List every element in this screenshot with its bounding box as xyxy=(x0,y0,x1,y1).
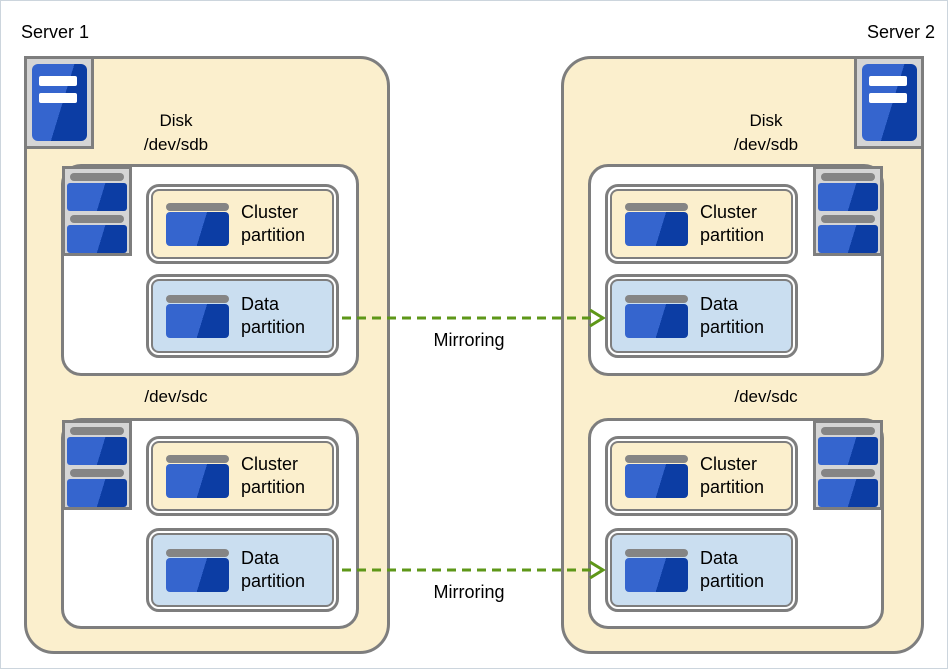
partition-label: Data partition xyxy=(241,294,306,337)
partition-label: Cluster partition xyxy=(241,202,306,245)
server1-sdc-cluster-partition: Cluster partition xyxy=(146,436,339,516)
disk-label-line2: /dev/sdb xyxy=(143,135,209,154)
disk-body-icon xyxy=(818,225,878,253)
partition-icon xyxy=(166,202,229,246)
disk-body-icon xyxy=(67,183,127,211)
disk-top-icon xyxy=(821,173,875,181)
disk-label-line1: /dev/sdc xyxy=(144,387,208,406)
partition-label: Data partition xyxy=(700,294,765,337)
partition-label: Data partition xyxy=(700,548,765,591)
disk-body-icon xyxy=(67,479,127,507)
server1-server-icon xyxy=(24,56,94,149)
disk-top-icon xyxy=(70,427,124,435)
partition-icon xyxy=(625,548,688,592)
disk-body-icon xyxy=(67,225,127,253)
disk-stack-icon xyxy=(816,423,880,507)
disk-body-icon xyxy=(818,183,878,211)
disk-stack-icon xyxy=(816,169,880,253)
server-tower-icon xyxy=(31,64,87,141)
server2-sdb-cluster-partition: Cluster partition xyxy=(605,184,798,264)
disk-body-icon xyxy=(67,437,127,465)
disk-label-line1: Disk xyxy=(749,111,783,130)
partition-label: Cluster partition xyxy=(700,202,765,245)
disk-label-line1: /dev/sdc xyxy=(734,387,798,406)
mirroring-label-sdc: Mirroring xyxy=(433,582,505,602)
disk-label-line2: /dev/sdb xyxy=(733,135,799,154)
partition-icon xyxy=(166,454,229,498)
server2-server-icon xyxy=(854,56,924,149)
partition-label: Data partition xyxy=(241,548,306,591)
partition-label: Cluster partition xyxy=(241,454,306,497)
disk-body-icon xyxy=(818,479,878,507)
server2-sdc-data-partition: Data partition xyxy=(605,528,798,612)
disk-top-icon xyxy=(70,173,124,181)
partition-icon xyxy=(625,202,688,246)
disk-stack-icon xyxy=(65,169,129,253)
disk-label-line1: Disk xyxy=(159,111,193,130)
server1-sdc-disk-icon xyxy=(62,420,132,510)
partition-icon xyxy=(166,548,229,592)
server1-label: Server 1 xyxy=(21,22,90,42)
server1-sdb-cluster-partition: Cluster partition xyxy=(146,184,339,264)
disk-body-icon xyxy=(818,437,878,465)
disk-top-icon xyxy=(70,469,124,477)
partition-icon xyxy=(166,294,229,338)
server1-sdc-data-partition: Data partition xyxy=(146,528,339,612)
server1-sdc-disk-label: /dev/sdc xyxy=(61,385,291,409)
disk-top-icon xyxy=(821,469,875,477)
partition-icon xyxy=(625,454,688,498)
server2-sdb-data-partition: Data partition xyxy=(605,274,798,358)
server2-sdb-disk-icon xyxy=(813,166,883,256)
disk-stack-icon xyxy=(65,423,129,507)
partition-icon xyxy=(625,294,688,338)
server1-sdb-disk-label: Disk /dev/sdb xyxy=(61,109,291,157)
server2-sdc-disk-icon xyxy=(813,420,883,510)
server2-sdb-disk-label: Disk /dev/sdb xyxy=(651,109,881,157)
server1-sdb-disk-icon xyxy=(62,166,132,256)
partition-label: Cluster partition xyxy=(700,454,765,497)
server2-label: Server 2 xyxy=(866,22,935,42)
server-tower-icon xyxy=(861,64,917,141)
disk-top-icon xyxy=(821,427,875,435)
server2-sdc-disk-label: /dev/sdc xyxy=(651,385,881,409)
mirroring-label-sdb: Mirroring xyxy=(433,330,505,350)
disk-top-icon xyxy=(821,215,875,223)
server2-sdc-cluster-partition: Cluster partition xyxy=(605,436,798,516)
server1-sdb-data-partition: Data partition xyxy=(146,274,339,358)
disk-top-icon xyxy=(70,215,124,223)
